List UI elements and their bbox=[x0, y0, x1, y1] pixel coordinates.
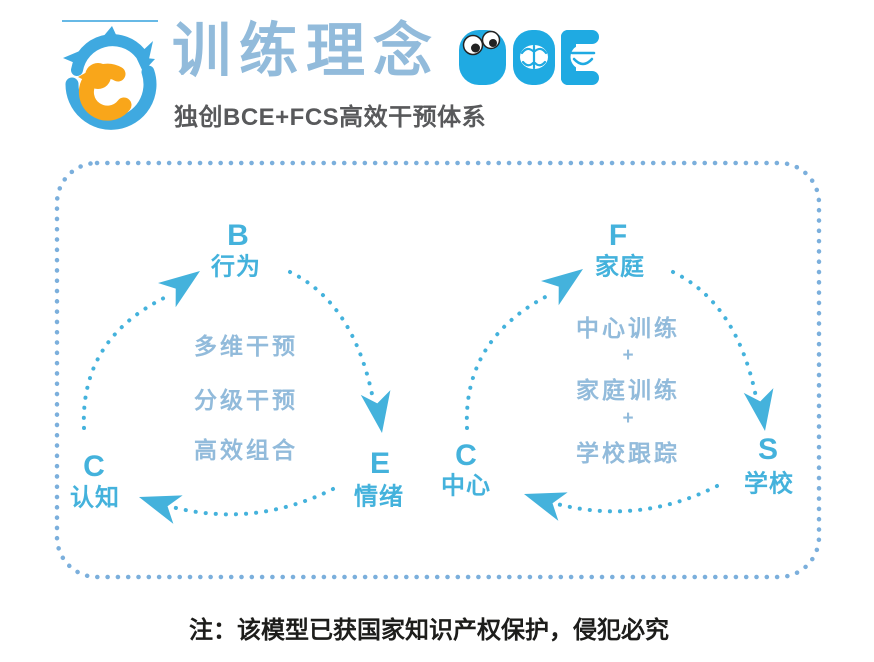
right-center-line-1: 中心训练 bbox=[576, 315, 680, 341]
right-center-plus-1: + bbox=[622, 345, 634, 366]
page-subtitle: 独创BCE+FCS高效干预体系 bbox=[174, 104, 487, 131]
arrow-school-to-center bbox=[519, 479, 719, 521]
arrow-center-to-family bbox=[464, 256, 592, 430]
arrow-emotion-to-cognition bbox=[134, 482, 335, 524]
left-bl-letter: C bbox=[83, 450, 105, 483]
right-center-line-3: 学校跟踪 bbox=[576, 440, 680, 466]
left-center-line-1: 多维干预 bbox=[194, 333, 298, 359]
left-bl-label: 认知 bbox=[70, 484, 120, 512]
ip-protection-note: 注：该模型已获国家知识产权保护，侵犯必究 bbox=[189, 617, 669, 644]
left-center-line-3: 高效组合 bbox=[194, 437, 298, 463]
dolphin-logo-icon bbox=[63, 26, 157, 130]
arrow-behavior-to-emotion bbox=[288, 270, 397, 436]
left-center-line-2: 分级干预 bbox=[194, 387, 298, 413]
right-center-plus-2: + bbox=[622, 408, 634, 429]
left-br-letter: E bbox=[369, 447, 391, 480]
page-title: 训练理念 bbox=[172, 18, 441, 84]
bce-logo-icon bbox=[459, 30, 599, 85]
right-top-letter: F bbox=[608, 219, 628, 252]
right-br-label: 学校 bbox=[744, 470, 794, 498]
arrow-family-to-school bbox=[671, 270, 780, 434]
right-center-line-2: 家庭训练 bbox=[576, 377, 680, 403]
right-top-label: 家庭 bbox=[595, 253, 645, 281]
right-bl-letter: C bbox=[455, 439, 477, 472]
left-br-label: 情绪 bbox=[354, 483, 404, 511]
left-top-label: 行为 bbox=[211, 253, 261, 281]
right-br-letter: S bbox=[757, 433, 779, 466]
right-bl-label: 中心 bbox=[441, 472, 491, 500]
left-top-letter: B bbox=[227, 219, 249, 252]
brand-topline bbox=[62, 20, 158, 22]
dotted-border bbox=[54, 160, 822, 580]
arrow-cognition-to-behavior bbox=[81, 258, 209, 430]
